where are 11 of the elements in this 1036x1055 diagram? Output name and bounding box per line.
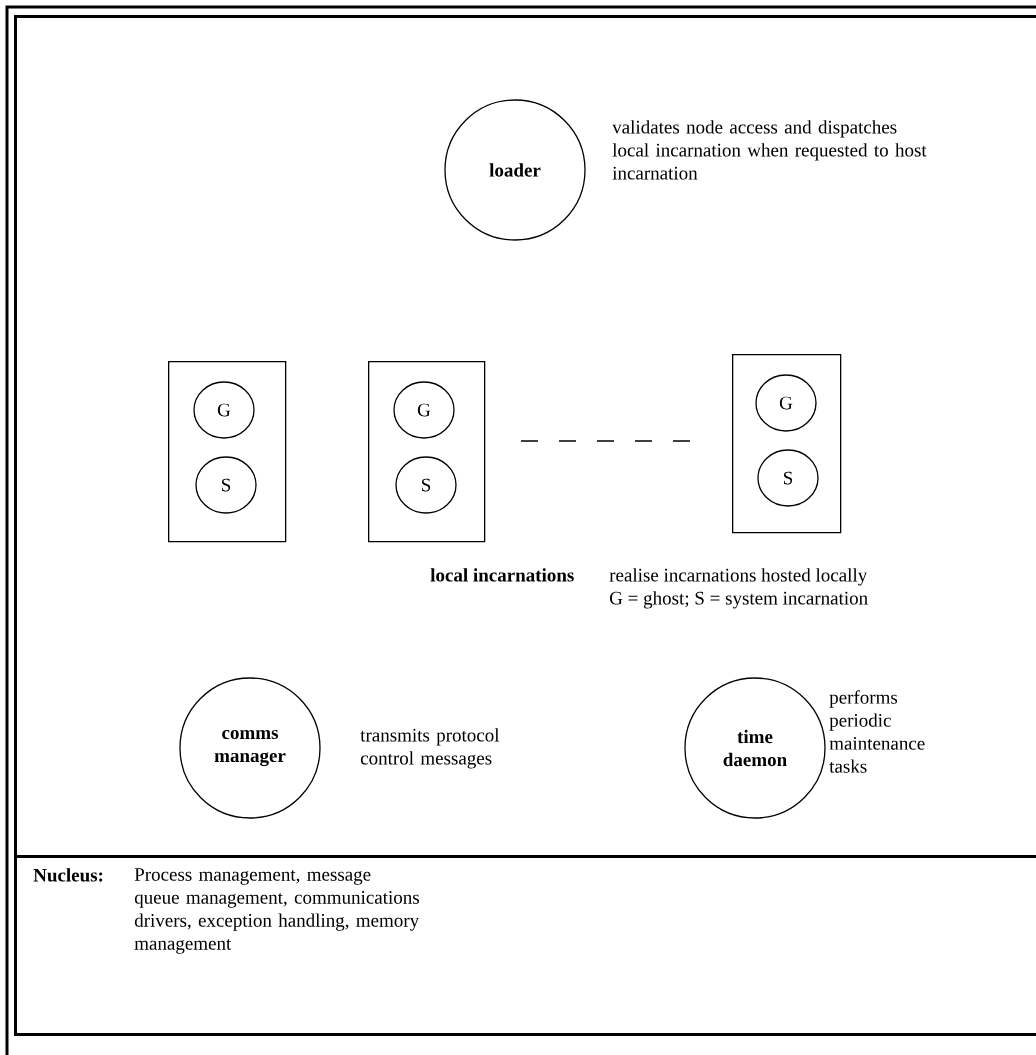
incarnation-box [368, 361, 486, 543]
description-text: performs periodic maintenance tasks [829, 690, 925, 773]
description-text: validates node access and dispatches local incarnation when requested to host incarnation [612, 120, 927, 180]
frame-box [14, 15, 1036, 858]
description-text: G = ghost; S = system incarnation [610, 591, 868, 609]
incarnation-box [732, 354, 842, 534]
description-text: transmits protocol control messages [360, 728, 500, 769]
group-label: local incarnations [430, 568, 574, 582]
description-text: realise incarnations hosted locally [609, 568, 868, 586]
nucleus-box: Nucleus: Process management, message queue management, communications drivers, exception handling, memory management [14, 855, 1036, 1036]
incarnation-box [168, 361, 287, 543]
